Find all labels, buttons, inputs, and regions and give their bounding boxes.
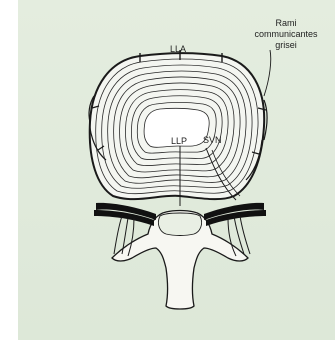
label-rami-line2: communicantes [247, 29, 325, 40]
label-rami-line3: grisei [247, 40, 325, 51]
label-rami-line1: Rami [247, 18, 325, 29]
nerve-root-left [94, 203, 156, 226]
label-lla: LLA [170, 44, 186, 54]
fiber-right-2 [240, 216, 250, 254]
fiber-left-1 [114, 216, 122, 254]
label-svn: SVN [203, 135, 222, 145]
spinal-canal [158, 213, 201, 236]
label-llp: LLP [171, 136, 187, 146]
label-rami-communicantes: Rami communicantes grisei [247, 18, 325, 51]
rami-leader-line [264, 50, 271, 96]
